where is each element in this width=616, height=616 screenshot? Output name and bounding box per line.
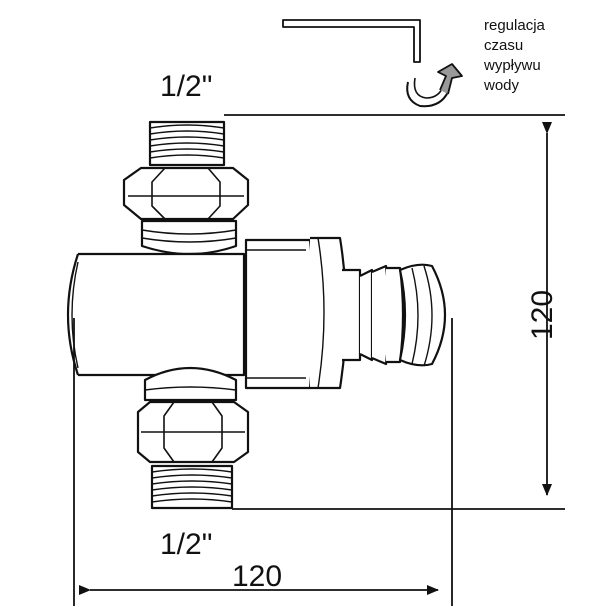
adjustment-cap (244, 236, 348, 390)
top-thread (148, 120, 226, 167)
flow-regulation-annotation: regulacja czasu wypływu wody (484, 16, 604, 96)
height-dimension-label: 120 (526, 290, 559, 340)
annotation-line: czasu (484, 37, 524, 54)
hex-key-icon (282, 19, 421, 63)
annotation-line: regulacja (484, 17, 545, 34)
bottom-hex-nut (136, 400, 250, 464)
rotation-arrow-icon (406, 63, 463, 108)
top-thread-label: 1/2" (160, 70, 212, 103)
bottom-thread-label: 1/2" (160, 528, 212, 561)
top-hex-nut (122, 166, 250, 221)
bottom-thread (150, 464, 234, 510)
adjustment-spindle (342, 264, 405, 366)
valve-body (66, 252, 246, 377)
top-collar (140, 219, 238, 256)
dimensions (73, 114, 565, 606)
end-knob (398, 263, 446, 367)
annotation-line: wody (484, 77, 520, 94)
width-dimension-label: 120 (232, 560, 282, 593)
annotation-line: wypływu (484, 57, 541, 74)
bottom-collar (143, 366, 238, 402)
